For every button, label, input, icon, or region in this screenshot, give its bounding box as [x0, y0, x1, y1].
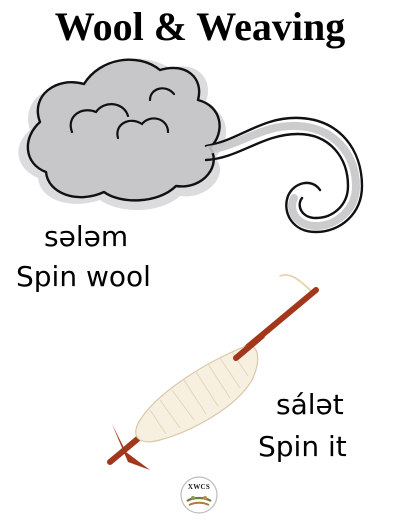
- word-spin-wool: sələm: [44, 220, 129, 253]
- spindle-yarn-thread: [279, 274, 313, 293]
- gloss-spin-it: Spin it: [258, 430, 347, 463]
- spindle-yarn-cop: [135, 344, 259, 443]
- wool-cloud: [26, 58, 221, 202]
- wool-tail: [204, 116, 364, 234]
- logo-text: XWCS: [187, 483, 211, 491]
- wool-curl-2: [116, 117, 170, 140]
- wool-curl-3: [148, 87, 176, 102]
- wool-tuft-illustration: [18, 58, 364, 234]
- wool-curl-1: [69, 103, 130, 134]
- xwcs-logo: XWCS: [179, 475, 219, 515]
- logo-emblem-icon: [180, 476, 218, 514]
- spindle-yarn-wraps: [149, 351, 249, 435]
- wool-tail-inner: [204, 132, 350, 220]
- word-spin-it: sálət: [276, 388, 344, 421]
- drop-spindle-illustration: [107, 274, 319, 470]
- page-title: Wool & Weaving: [54, 4, 346, 49]
- wool-tail-fill: [204, 121, 361, 231]
- spindle-shaft-front: [233, 333, 265, 361]
- gloss-spin-wool: Spin wool: [16, 260, 151, 293]
- spindle-whorl: [112, 424, 150, 470]
